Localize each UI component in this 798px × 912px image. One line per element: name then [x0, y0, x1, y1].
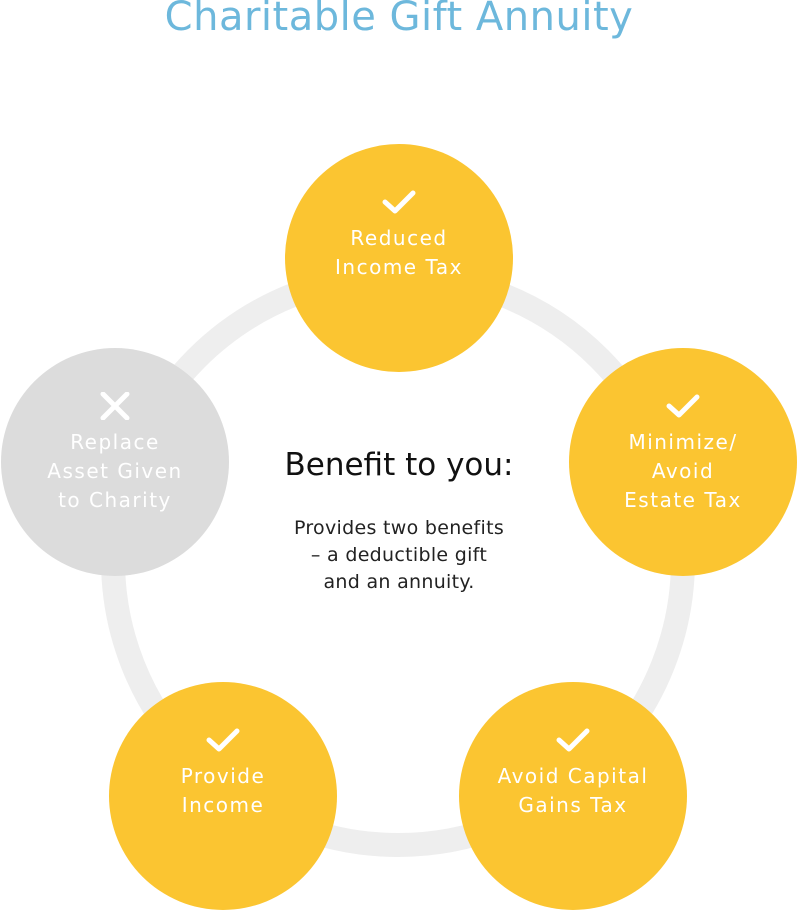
center-heading: Benefit to you: [284, 447, 514, 483]
benefit-node-provide-income: Provide Income [109, 682, 337, 910]
check-icon [206, 728, 240, 752]
page-title: Charitable Gift Annuity [164, 0, 634, 40]
check-icon [556, 728, 590, 752]
benefit-label-line: to Charity [58, 488, 172, 512]
benefit-label-line: Estate Tax [624, 488, 742, 512]
check-icon [666, 394, 700, 418]
benefit-label-line: Asset Given [47, 459, 183, 483]
center-description-line: Provides two benefits [293, 517, 505, 539]
benefit-label-line: Reduced [350, 226, 448, 250]
center-description-line: and an annuity. [323, 571, 475, 593]
check-icon [382, 190, 416, 214]
benefit-label-line: Gains Tax [518, 793, 628, 817]
x-icon [100, 392, 130, 420]
benefit-label-line: Income Tax [335, 255, 463, 279]
benefit-label-line: Replace [70, 430, 160, 454]
benefit-node-replace-asset: Replace Asset Given to Charity [1, 348, 229, 576]
benefit-label-line: Avoid [651, 459, 715, 483]
benefit-label-line: Avoid Capital [497, 764, 649, 788]
center-description: Provides two benefits – a deductible gif… [230, 515, 568, 596]
benefit-label-line: Minimize/ [628, 430, 738, 454]
benefit-node-minimize-estate-tax: Minimize/ Avoid Estate Tax [569, 348, 797, 576]
benefit-node-reduced-income-tax: Reduced Income Tax [285, 144, 513, 372]
benefit-label-line: Income [181, 793, 265, 817]
benefit-label-line: Provide [180, 764, 266, 788]
benefit-node-avoid-capital-gains-tax: Avoid Capital Gains Tax [459, 682, 687, 910]
center-description-line: – a deductible gift [310, 544, 488, 566]
